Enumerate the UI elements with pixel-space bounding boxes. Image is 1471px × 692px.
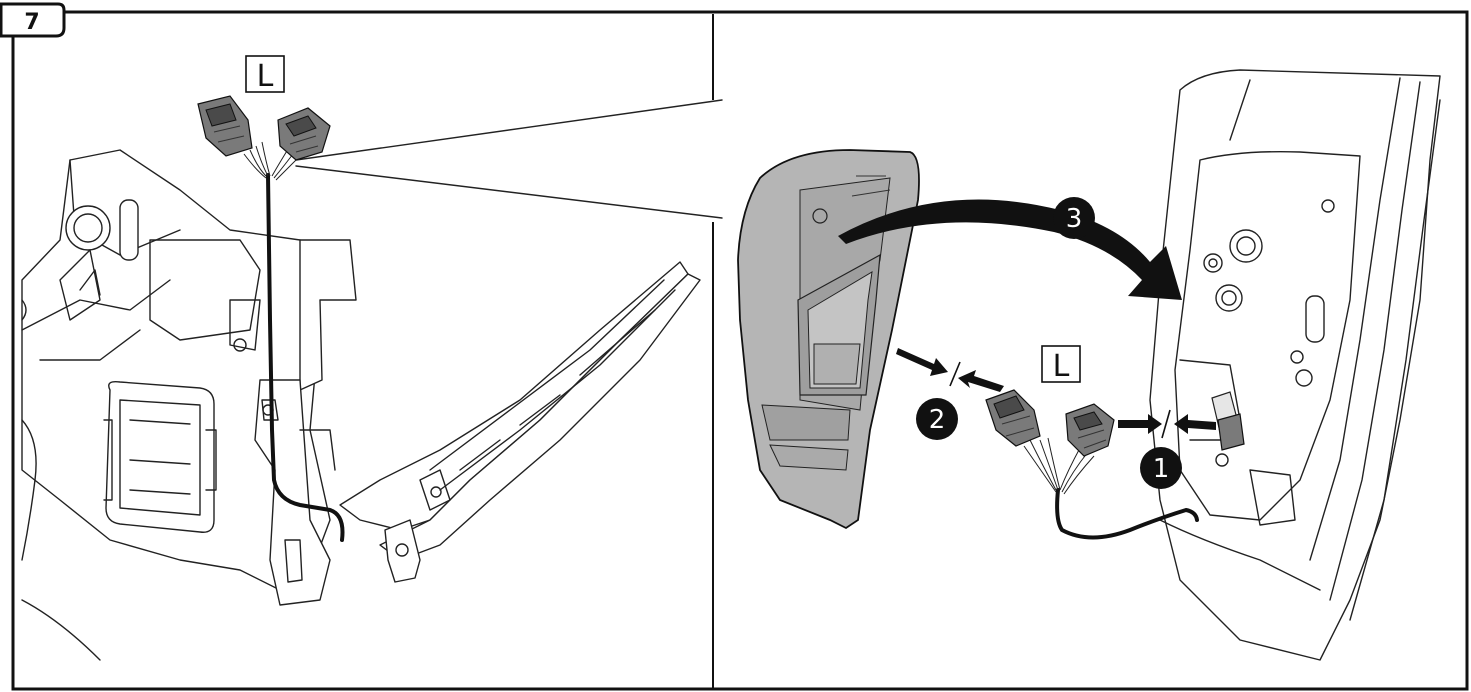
disconnect-mark-2 xyxy=(949,361,961,387)
disconnect-mark-1 xyxy=(1161,409,1171,439)
body-connector xyxy=(1217,413,1245,451)
label-left-text: L xyxy=(257,59,274,94)
lamp-mount-frame xyxy=(103,380,217,533)
zoom-line-top xyxy=(295,99,723,161)
step-badge: 7 xyxy=(0,2,66,38)
callout-1: 1 xyxy=(1140,447,1182,489)
zoom-line-bottom xyxy=(295,165,723,219)
connector-right-a xyxy=(985,389,1041,447)
install-arrow-3 xyxy=(838,199,1182,300)
arrow-2-left xyxy=(896,348,948,376)
connector-left-b xyxy=(277,107,331,161)
callout-1-text: 1 xyxy=(1153,454,1170,484)
body-structure xyxy=(21,149,331,661)
left-panel: L xyxy=(21,55,723,661)
connector-left-a xyxy=(197,95,253,157)
arrow-2-right xyxy=(958,370,1004,392)
arrow-1-right xyxy=(1174,414,1216,434)
rear-lamp-assembly xyxy=(737,149,920,530)
right-panel: 3 2 1 L xyxy=(737,69,1441,661)
label-box-left: L xyxy=(245,55,285,94)
callout-3: 3 xyxy=(1053,197,1095,239)
label-right-text: L xyxy=(1053,349,1070,384)
label-box-right: L xyxy=(1041,345,1081,384)
callout-2-text: 2 xyxy=(929,405,946,435)
step-number: 7 xyxy=(24,10,39,35)
callout-3-text: 3 xyxy=(1066,204,1083,234)
bumper-beam xyxy=(339,261,701,583)
arrow-1-left xyxy=(1118,414,1162,434)
vehicle-body xyxy=(1149,69,1441,661)
connector-right-b xyxy=(1065,403,1115,457)
diagram-frame xyxy=(11,10,1469,691)
callout-2: 2 xyxy=(916,398,958,440)
harness-cable-right xyxy=(1023,437,1199,540)
